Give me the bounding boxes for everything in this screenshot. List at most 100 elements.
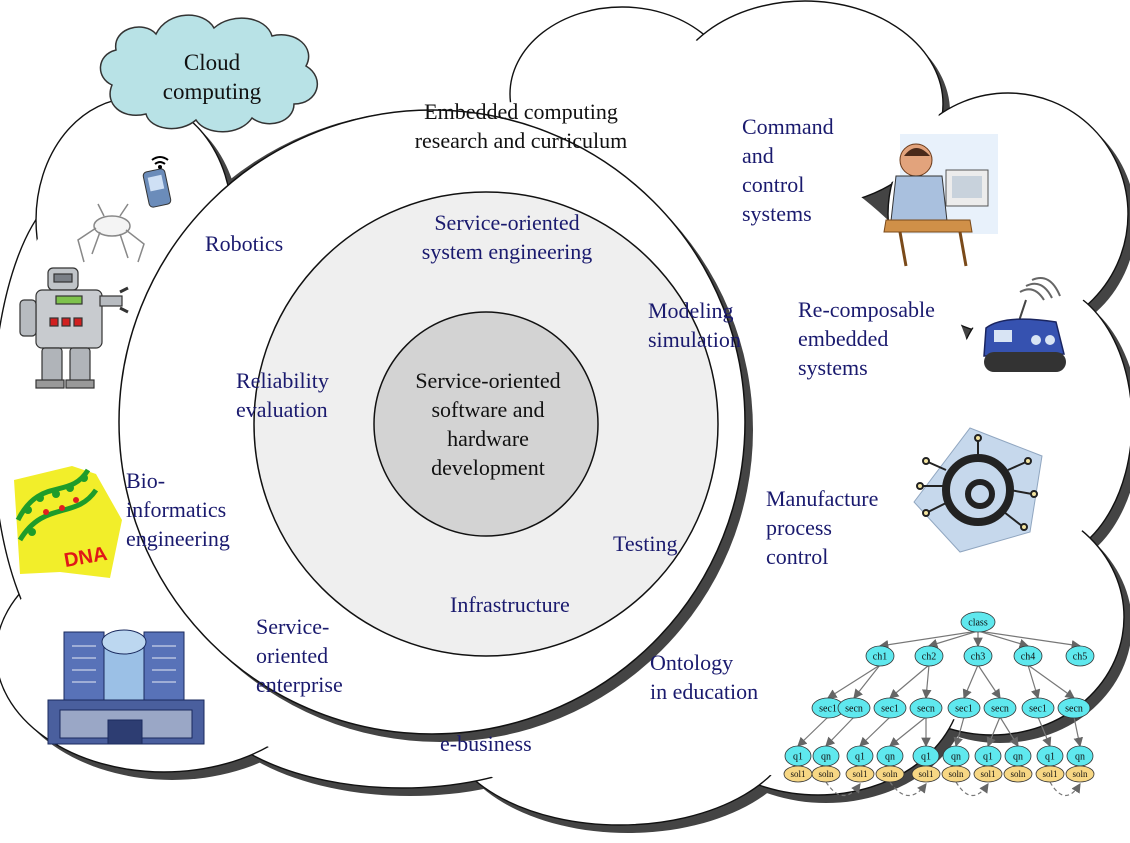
service-oriented-system-engineering-label: Service-oriented system engineering xyxy=(421,210,593,264)
svg-text:qn: qn xyxy=(885,752,895,763)
tree-node-question: q1 xyxy=(912,745,940,767)
svg-text:qn: qn xyxy=(951,752,961,763)
robotics-label: Robotics xyxy=(205,231,284,256)
tree-node-chapter: ch3 xyxy=(963,645,993,667)
svg-text:qn: qn xyxy=(821,752,831,763)
tree-node-chapter: ch2 xyxy=(914,645,944,667)
svg-text:secn: secn xyxy=(917,704,935,715)
spider-robot-clipart xyxy=(77,203,145,263)
core-label: Service-oriented software and hardware d… xyxy=(415,368,561,480)
service-oriented-enterprise-label: Service- oriented enterprise xyxy=(256,614,343,697)
tree-edge xyxy=(977,664,1001,699)
humanoid-robot-clipart xyxy=(19,267,129,389)
tree-edge xyxy=(826,664,881,699)
tree-node-question: q1 xyxy=(784,745,812,767)
svg-text:sol1: sol1 xyxy=(790,769,805,779)
tree-node-solution: soln xyxy=(875,765,905,783)
svg-text:q1: q1 xyxy=(983,752,993,763)
tree-edge xyxy=(889,664,930,699)
svg-text:q1: q1 xyxy=(1045,752,1055,763)
infrastructure-label: Infrastructure xyxy=(450,592,570,617)
svg-text:qn: qn xyxy=(1013,752,1023,763)
tree-dashed-edge xyxy=(889,781,927,797)
tree-edge xyxy=(1037,716,1052,748)
svg-text:secn: secn xyxy=(1065,704,1083,715)
embedded-computing-label: Embedded computing research and curricul… xyxy=(414,99,628,153)
svg-text:ch2: ch2 xyxy=(922,652,936,663)
svg-text:soln: soln xyxy=(1072,769,1088,779)
tree-edge xyxy=(999,716,1019,748)
tree-node-solution: sol1 xyxy=(845,765,875,783)
tree-node-solution: sol1 xyxy=(911,765,941,783)
svg-text:secn: secn xyxy=(991,704,1009,715)
tree-edge xyxy=(1073,716,1083,748)
phone-clipart xyxy=(142,156,172,208)
tree-node-solution: sol1 xyxy=(783,765,813,783)
svg-text:q1: q1 xyxy=(855,752,865,763)
svg-text:sec1: sec1 xyxy=(955,704,973,715)
tree-edge xyxy=(859,716,891,747)
tree-node-chapter: ch5 xyxy=(1065,645,1095,667)
svg-text:secn: secn xyxy=(845,704,863,715)
tree-node-question: qn xyxy=(942,745,970,767)
manufacture-process-label: Manufacture process control xyxy=(766,486,879,569)
svg-text:ch3: ch3 xyxy=(971,652,985,663)
recomposable-embedded-label: Re-composable embedded systems xyxy=(798,297,935,380)
svg-text:class: class xyxy=(968,618,988,629)
svg-text:ch1: ch1 xyxy=(873,652,887,663)
tree-node-section: secn xyxy=(983,697,1017,719)
svg-text:sec1: sec1 xyxy=(819,704,837,715)
tree-edge xyxy=(1027,664,1075,699)
tree-node-question: qn xyxy=(1004,745,1032,767)
tree-node-solution: soln xyxy=(941,765,971,783)
cloud-badge-shape xyxy=(99,14,318,133)
tree-node-solution: soln xyxy=(1065,765,1095,783)
tree-dashed-edge xyxy=(1049,781,1081,797)
tree-node-question: q1 xyxy=(974,745,1002,767)
svg-text:sol1: sol1 xyxy=(918,769,933,779)
tree-node-solution: soln xyxy=(811,765,841,783)
tree-node-question: q1 xyxy=(1036,745,1064,767)
tree-edge xyxy=(977,630,1030,649)
operator-clipart xyxy=(883,134,998,267)
svg-text:soln: soln xyxy=(818,769,834,779)
circuit-at-clipart xyxy=(913,427,1043,553)
ontology-education-label: Ontology in education xyxy=(650,650,759,704)
tree-edge xyxy=(853,664,881,699)
tree-node-section: secn xyxy=(909,697,943,719)
bioinformatics-label: Bio- informatics engineering xyxy=(126,468,230,551)
tree-edge xyxy=(986,716,1001,748)
tree-edge xyxy=(889,716,927,747)
tree-node-solution: sol1 xyxy=(1035,765,1065,783)
tree-node-solution: soln xyxy=(1003,765,1033,783)
tree-dashed-edge xyxy=(825,781,861,797)
svg-text:q1: q1 xyxy=(793,752,803,763)
svg-text:sec1: sec1 xyxy=(881,704,899,715)
tree-node-root: class xyxy=(960,611,996,633)
svg-text:q1: q1 xyxy=(921,752,931,763)
svg-text:soln: soln xyxy=(1010,769,1026,779)
tree-edge xyxy=(962,664,979,700)
tree-edge xyxy=(953,716,965,748)
tree-node-section: sec1 xyxy=(947,697,981,719)
tree-dashed-edge xyxy=(955,781,989,797)
command-control-label: Command and control systems xyxy=(742,114,834,226)
tree-node-section: sec1 xyxy=(1021,697,1055,719)
ebusiness-label: e-business xyxy=(440,731,532,756)
tree-edge xyxy=(927,630,979,649)
tree-edge xyxy=(878,630,979,650)
tree-edge xyxy=(797,716,829,747)
tree-node-section: secn xyxy=(1057,697,1091,719)
tree-edge xyxy=(825,716,855,747)
testing-label: Testing xyxy=(613,531,678,556)
reliability-evaluation-label: Reliability evaluation xyxy=(236,368,329,422)
svg-text:sol1: sol1 xyxy=(852,769,867,779)
svg-text:qn: qn xyxy=(1075,752,1085,763)
modeling-simulation-label: Modeling simulation xyxy=(648,298,741,352)
tree-node-chapter: ch1 xyxy=(865,645,895,667)
tree-node-question: q1 xyxy=(846,745,874,767)
tree-edge xyxy=(977,630,1082,650)
